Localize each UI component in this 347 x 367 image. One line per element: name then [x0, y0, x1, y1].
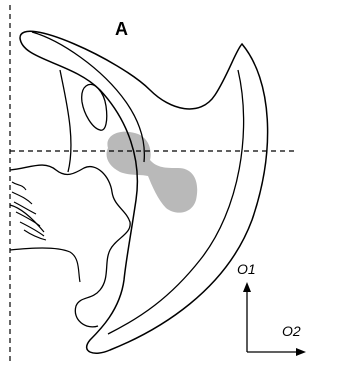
left-structure-lower — [10, 205, 80, 282]
panel-label: A — [115, 20, 128, 38]
folia-pattern — [12, 182, 46, 240]
o2-arrowhead — [296, 348, 306, 356]
orientation-axes — [243, 282, 306, 356]
small-oval — [82, 84, 107, 130]
outer-crescent-outline — [20, 31, 268, 353]
o1-arrowhead — [243, 282, 251, 292]
left-structure-outline — [10, 165, 130, 327]
shaded-region — [107, 132, 198, 213]
o2-axis-label: O2 — [282, 324, 301, 338]
o1-axis-label: O1 — [237, 262, 256, 276]
